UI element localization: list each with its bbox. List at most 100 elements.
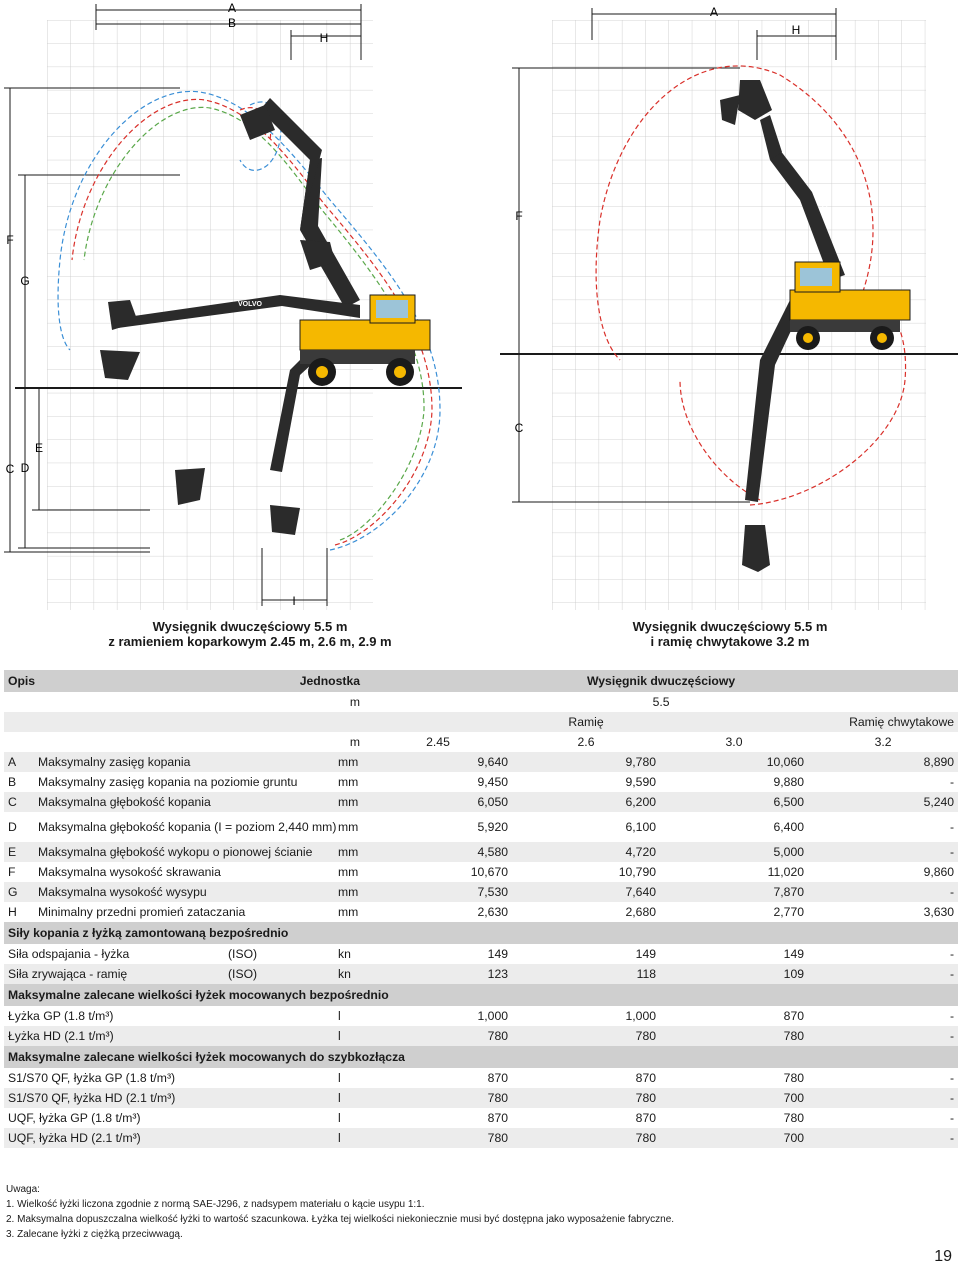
row-unit: l: [334, 1026, 365, 1046]
table-row: UQF, łyżka HD (2.1 t/m³) l 780 780 700 -: [4, 1128, 959, 1148]
right-caption-line2: i ramię chwytakowe 3.2 m: [650, 634, 810, 649]
table-row: B Maksymalny zasięg kopania na poziomie …: [4, 772, 958, 792]
row-label: Maksymalny zasięg kopania na poziomie gr…: [38, 775, 298, 789]
header-group: Wysięgnik dwuczęściowy: [364, 670, 959, 692]
header-jednostka: Jednostka: [224, 670, 365, 692]
page-number: 19: [934, 1248, 952, 1265]
left-label-a: A: [228, 1, 236, 15]
row-m2-c1: 2.45: [426, 735, 450, 749]
table-row: Łyżka HD (2.1 t/m³) l 780 780 780 -: [4, 1026, 959, 1046]
note-3: 3. Zalecane łyżki z ciężką przeciwwagą.: [6, 1229, 183, 1240]
row-code: C: [4, 792, 34, 812]
row-unit: kn: [334, 964, 365, 984]
row-value: 6,050: [364, 792, 513, 812]
section-title: Maksymalne zalecane wielkości łyżek moco…: [4, 984, 959, 1006]
row-value: 9,780: [512, 752, 661, 772]
row-value: 9,860: [923, 865, 955, 879]
table-row: D Maksymalna głębokość kopania (I = pozi…: [4, 812, 958, 842]
row-code: F: [8, 865, 16, 879]
row-value: 10,790: [618, 865, 657, 879]
row-label: S1/S70 QF, łyżka GP (1.8 t/m³): [8, 1071, 176, 1085]
row-value: 1,000: [625, 1009, 657, 1023]
row-value: 4,580: [364, 842, 513, 862]
left-brand-1: VOLVO: [238, 301, 263, 308]
table-row: A Maksymalny zasięg kopania mm 9,640 9,7…: [4, 752, 959, 772]
table-row-arm: Ramię Ramię chwytakowe: [4, 712, 959, 732]
left-label-i: I: [292, 594, 295, 608]
row-label: UQF, łyżka GP (1.8 t/m³): [8, 1111, 141, 1125]
row-unit: l: [338, 1071, 341, 1085]
header-opis: Opis: [4, 670, 224, 692]
row-value: 149: [487, 947, 509, 961]
row-value: 700: [660, 1128, 809, 1148]
right-machine: [789, 261, 911, 350]
row-value: 780: [364, 1026, 513, 1046]
row-unit: mm: [338, 865, 359, 879]
row-std: (ISO): [228, 947, 258, 961]
row-m2-c3: 3.0: [725, 735, 743, 749]
row-value: 9,450: [477, 775, 509, 789]
row-m2-unit: m: [349, 735, 361, 749]
row-value: 6,200: [512, 792, 661, 812]
row-value: 780: [512, 1088, 661, 1108]
row-value: 10,060: [660, 752, 809, 772]
left-boom-arms: [118, 98, 360, 472]
section-header-forces: Siły kopania z łyżką zamontowaną bezpośr…: [4, 922, 959, 944]
row-std: (ISO): [224, 964, 334, 984]
section-header-buckets-qc: Maksymalne zalecane wielkości łyżek moco…: [4, 1046, 959, 1068]
table-row: S1/S70 QF, łyżka HD (2.1 t/m³) l 780 780…: [4, 1088, 959, 1108]
row-value: -: [950, 775, 955, 789]
row-value: 9,640: [364, 752, 513, 772]
table-row: S1/S70 QF, łyżka GP (1.8 t/m³) l 870 870…: [4, 1068, 958, 1088]
row-value: 6,500: [660, 792, 809, 812]
row-value: 870: [635, 1111, 657, 1125]
left-label-e: E: [35, 441, 43, 455]
row-unit: mm: [338, 775, 359, 789]
row-value: 8,890: [808, 752, 959, 772]
right-boom-arms: [745, 115, 845, 502]
row-value: 870: [783, 1009, 805, 1023]
left-machine: [299, 294, 431, 386]
left-label-d: D: [21, 461, 30, 475]
row-code: H: [8, 905, 17, 919]
right-label-h: H: [792, 23, 801, 37]
row-value: -: [808, 964, 959, 984]
row-value: 780: [783, 1071, 805, 1085]
section-title: Maksymalne zalecane wielkości łyżek moco…: [4, 1046, 959, 1068]
section-header-buckets-direct: Maksymalne zalecane wielkości łyżek moco…: [4, 984, 959, 1006]
row-value: 780: [512, 1128, 661, 1148]
row-value: 5,920: [477, 820, 509, 834]
footnotes: Uwaga: 1. Wielkość łyżki liczona zgodnie…: [6, 1182, 674, 1242]
left-label-f: F: [6, 233, 13, 247]
row-value: 11,020: [767, 865, 805, 879]
row-value: 780: [783, 1111, 805, 1125]
row-unit: mm: [338, 820, 359, 834]
row-label: Maksymalna wysokość wysypu: [34, 882, 334, 902]
left-i-dimension: [261, 548, 328, 606]
row-value: -: [950, 820, 955, 834]
left-side-dimensions: [4, 87, 180, 553]
right-label-f: F: [515, 209, 522, 223]
row-unit: mm: [334, 752, 365, 772]
row-value: 5,000: [660, 842, 809, 862]
left-label-b: B: [228, 16, 236, 30]
left-label-g: G: [20, 274, 29, 288]
row-unit: mm: [338, 905, 359, 919]
row-value: 7,640: [512, 882, 661, 902]
row-unit: kn: [338, 947, 351, 961]
row-value: 149: [783, 947, 805, 961]
left-buckets: [100, 105, 335, 535]
row-value: -: [808, 842, 959, 862]
row-value: 780: [512, 1026, 661, 1046]
table-row: H Minimalny przedni promień zataczania m…: [4, 902, 958, 922]
row-value: 870: [635, 1071, 657, 1085]
row-value: -: [808, 882, 959, 902]
row-code: E: [4, 842, 34, 862]
row-label: Maksymalna głębokość kopania (I = poziom…: [38, 819, 337, 834]
table-row-m2: m 2.45 2.6 3.0 3.2: [4, 732, 958, 752]
row-value: -: [808, 1026, 959, 1046]
right-caption-line1: Wysięgnik dwuczęściowy 5.5 m: [632, 619, 828, 634]
row-value: 10,670: [470, 865, 509, 879]
row-value: -: [950, 1009, 955, 1023]
row-value: 780: [364, 1128, 513, 1148]
